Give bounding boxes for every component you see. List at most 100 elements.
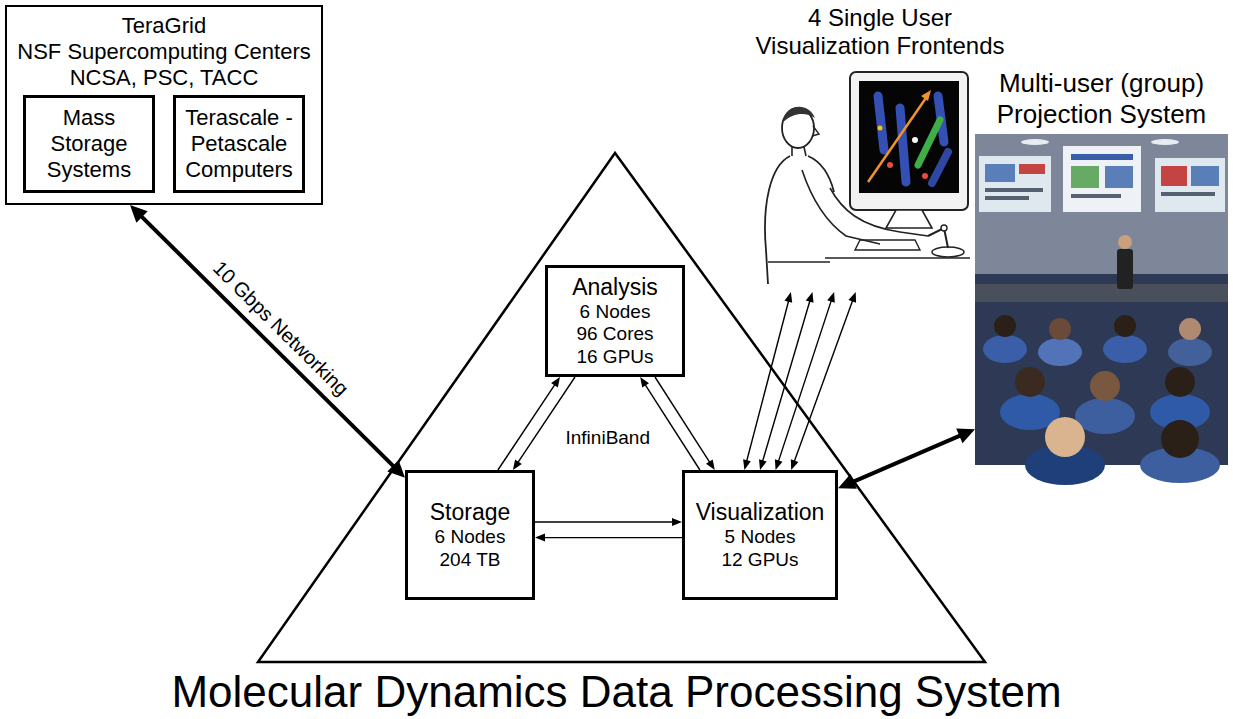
frontend-illustration-part	[912, 137, 918, 143]
projection-photo-part	[1151, 139, 1179, 145]
arrow-head	[838, 474, 857, 489]
connector-line	[852, 435, 961, 482]
projection-photo-part	[1071, 166, 1099, 188]
node-detail: 5 Nodes	[725, 526, 796, 548]
node-detail: 12 GPUs	[721, 549, 798, 571]
arrow-head	[551, 377, 560, 388]
computer-box: Terascale - Petascale Computers	[173, 95, 305, 193]
arrow-head	[535, 534, 545, 542]
node-heading: TeraGrid	[122, 13, 206, 39]
projection-photo-part	[1071, 194, 1121, 198]
edge-label: 10 Gbps Networking	[208, 256, 353, 400]
connector-arrow	[791, 292, 856, 470]
diagram-title: Molecular Dynamics Data Processing Syste…	[0, 668, 1233, 716]
projection-photo-part	[979, 156, 1051, 212]
visualization-box: Visualization5 Nodes12 GPUs	[682, 470, 838, 600]
node-heading: Mass Storage Systems	[32, 105, 146, 183]
frontend-illustration-part	[921, 90, 931, 101]
connector-line	[543, 537, 682, 538]
projection-photo-part	[1049, 318, 1071, 340]
frontend-illustration-part	[922, 173, 928, 179]
frontend-illustration-part	[918, 120, 940, 165]
connector-arrow	[130, 205, 405, 478]
projection-photo-part	[1019, 164, 1045, 174]
node-heading: Visualization	[696, 499, 825, 526]
heading-group: 4 Single User Visualization Frontends	[745, 4, 1015, 61]
node-detail: 6 Nodes	[580, 301, 651, 323]
projection-photo-part	[1038, 338, 1082, 366]
projection-figure: Multi-user (group) Projection System	[975, 68, 1228, 465]
connector-arrow	[838, 429, 975, 489]
arrow-head	[849, 292, 857, 303]
node-detail: 96 Cores	[576, 323, 653, 345]
arrow-head	[775, 459, 783, 470]
arrow-head	[513, 460, 522, 471]
heading-group: TeraGridNSF Supercomputing CentersNCSA, …	[7, 7, 321, 91]
heading-group: Multi-user (group) Projection System	[975, 68, 1228, 129]
node-heading: Terascale - Petascale Computers	[182, 105, 296, 183]
mass-storage-box: Mass Storage Systems	[23, 95, 155, 193]
frontend-illustration-part	[802, 170, 880, 244]
connector-arrow	[513, 377, 575, 470]
connector-arrow	[535, 534, 682, 542]
frontend-illustration-part	[765, 156, 790, 284]
box-content: Visualization5 Nodes12 GPUs	[696, 499, 825, 571]
connector-line	[794, 300, 853, 463]
connector-line	[517, 377, 575, 463]
connector-line	[645, 384, 700, 470]
connector-arrow	[498, 377, 560, 470]
projection-photo-part	[1071, 154, 1133, 160]
projection-photo-part	[985, 196, 1029, 200]
projection-photo-part	[1191, 166, 1219, 186]
frontend-illustration-part	[808, 156, 834, 192]
frontend-illustration-part	[932, 247, 964, 257]
box-content: Analysis6 Nodes96 Cores16 GPUs	[572, 274, 658, 368]
frontend-illustration-part	[878, 126, 883, 131]
projection-photo	[975, 134, 1228, 485]
connector-arrow	[640, 377, 700, 470]
frontend-illustration-part	[941, 225, 947, 231]
projection-photo-part	[985, 188, 1043, 192]
projection-photo-part	[975, 134, 1228, 274]
projection-photo-part	[1075, 398, 1135, 434]
projection-photo-part	[983, 335, 1027, 363]
arrow-head	[706, 459, 715, 470]
frontend-illustration-part	[932, 152, 948, 183]
arrow-head	[791, 459, 799, 470]
connector-arrow	[535, 518, 682, 526]
projection-photo-part	[1015, 367, 1045, 397]
frontend-illustration-part	[855, 240, 920, 250]
arrow-head	[640, 377, 649, 388]
connector-arrow	[655, 377, 715, 470]
connector-arrow	[775, 292, 835, 470]
arrow-head	[956, 429, 975, 444]
node-heading: Analysis	[572, 274, 658, 301]
node-heading: Storage	[430, 499, 511, 526]
frontend-illustration-part	[850, 72, 968, 210]
connector-line	[498, 384, 556, 470]
box-content: Mass Storage Systems	[32, 105, 146, 183]
box-content: Storage6 Nodes204 TB	[430, 499, 511, 571]
node-detail: NCSA, PSC, TACC	[70, 65, 259, 91]
frontend-illustration	[765, 72, 970, 284]
arrow-head	[827, 292, 835, 303]
storage-box: Storage6 Nodes204 TB	[405, 470, 535, 600]
frontend-illustration-part	[900, 108, 906, 182]
frontend-figure: 4 Single User Visualization Frontends	[745, 4, 1015, 292]
projection-photo-part	[1103, 335, 1147, 363]
projection-photo-part	[1161, 166, 1187, 186]
projection-photo-part	[1179, 318, 1201, 340]
projection-photo-part	[985, 164, 1015, 182]
node-detail: 16 GPUs	[576, 346, 653, 368]
arrow-head	[387, 460, 405, 478]
node-detail: 204 TB	[440, 549, 501, 571]
frontend-illustration-part	[878, 96, 884, 150]
frontend-illustration-part	[783, 107, 815, 122]
node-heading: 4 Single User Visualization Frontends	[745, 4, 1015, 61]
projection-photo-part	[1114, 315, 1136, 337]
projection-photo-part	[1117, 249, 1133, 289]
projection-photo-part	[1168, 338, 1212, 366]
arrow-head	[806, 292, 814, 303]
arrow-head	[785, 292, 793, 303]
projection-photo-part	[1161, 420, 1199, 458]
